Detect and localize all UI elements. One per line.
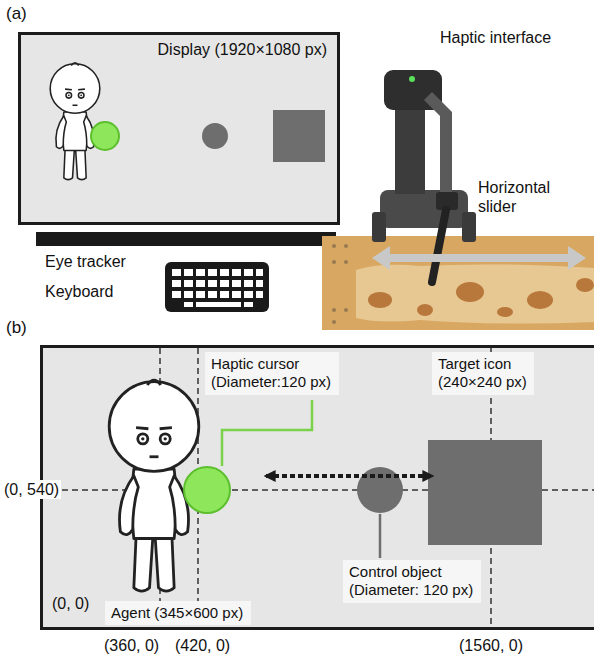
haptic-cursor (184, 467, 230, 513)
agent-figure (50, 63, 100, 180)
eye-tracker-bar (36, 232, 336, 246)
slider-board (322, 236, 594, 330)
coordinate-label: (0, 540) (2, 480, 61, 499)
display-ground (18, 32, 340, 225)
grid-lines (42, 348, 594, 627)
slider-arrow (372, 246, 586, 270)
label-text: Display (1920×1080 px) (158, 41, 327, 58)
haptic-cursor (91, 122, 119, 150)
callout-box: Control object (Diameter: 120 px) (343, 560, 481, 603)
panel-label: (b) (6, 318, 27, 338)
coordinate-label: (420, 0) (175, 636, 230, 655)
callout-box: Target icon (240×240 px) (432, 352, 534, 395)
target-icon (428, 440, 542, 545)
movement-arrow (266, 474, 432, 478)
coordinate-label: (1560, 0) (459, 636, 523, 655)
screen-ground (40, 345, 594, 630)
panel-label: (a) (6, 4, 27, 24)
part-label: Haptic interface (440, 28, 551, 47)
target-icon (273, 110, 325, 162)
label-text: Haptic cursor (Diameter:120 px) (211, 355, 333, 392)
control-object (357, 467, 403, 513)
label-text: Control object (Diameter: 120 px) (349, 563, 475, 600)
display-screen: Display (1920×1080 px) (18, 32, 340, 225)
label-text: Agent (345×600 px) (111, 604, 243, 622)
part-label: Horizontal slider (478, 178, 570, 216)
leader-line (222, 400, 312, 466)
coordinate-label: (360, 0) (104, 636, 159, 655)
part-label: Keyboard (45, 282, 114, 301)
screen-frame (42, 347, 594, 629)
control-object (202, 123, 228, 149)
keyboard-icon (165, 262, 269, 312)
coordinate-label: (0, 0) (50, 594, 91, 613)
callout-box: Agent (345×600 px) (105, 601, 251, 625)
callout-box: Haptic cursor (Diameter:120 px) (205, 352, 339, 395)
haptic-device (372, 70, 476, 282)
label-text: Target icon (240×240 px) (438, 355, 528, 392)
leader-line (379, 514, 382, 558)
part-label: Eye tracker (45, 252, 126, 271)
